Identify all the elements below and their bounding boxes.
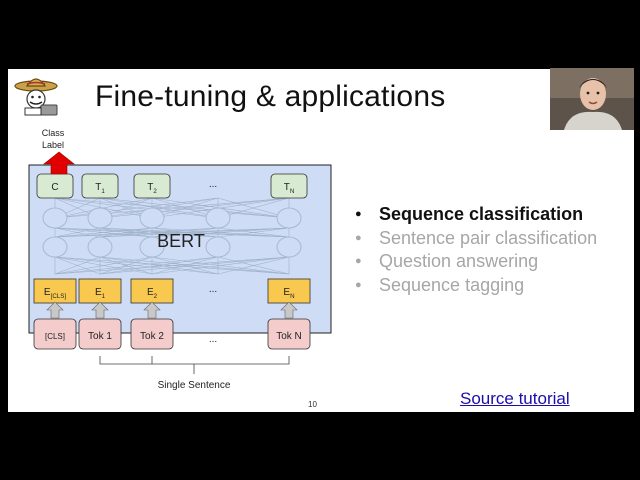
- embedding-label: E2: [147, 287, 158, 300]
- hidden-node: [139, 236, 165, 258]
- token-box: [78, 318, 122, 350]
- input-arrow-icon: [143, 301, 161, 319]
- label-subscript: [CLS]: [51, 293, 67, 300]
- source-tutorial-link[interactable]: Source tutorial: [460, 389, 570, 408]
- attention-line: [54, 227, 101, 238]
- output-ellipsis: ...: [209, 179, 217, 190]
- token-label: Tok N: [276, 331, 302, 342]
- label-subscript: 2: [153, 188, 157, 195]
- token-box: [130, 318, 174, 350]
- input-arrow-icon: [280, 301, 298, 319]
- embedding-box: [33, 278, 77, 304]
- hidden-node: [87, 207, 113, 229]
- hidden-node: [205, 207, 231, 229]
- sombrero-logo-icon: [14, 78, 58, 116]
- presenter-webcam: [550, 68, 634, 130]
- token-label: Tok 2: [140, 331, 164, 342]
- embedding-ellipsis: ...: [209, 284, 217, 295]
- single-sentence-label: Single Sentence: [158, 380, 231, 391]
- output-label: TN: [284, 182, 295, 195]
- attention-line: [151, 256, 219, 275]
- token-box: [267, 318, 311, 350]
- attention-line: [151, 227, 290, 238]
- attention-line: [99, 227, 153, 238]
- hidden-node: [276, 236, 302, 258]
- attention-line: [54, 227, 153, 238]
- attention-line: [99, 197, 290, 219]
- bullet-item: Sequence tagging: [353, 274, 623, 298]
- attention-line: [99, 256, 219, 275]
- output-box: [81, 173, 119, 199]
- page-number: 10: [308, 400, 317, 409]
- token-label: Tok 1: [88, 331, 112, 342]
- hidden-node: [139, 207, 165, 229]
- class-label-line1: Class: [42, 128, 65, 138]
- attention-line: [54, 256, 153, 275]
- output-box: [270, 173, 308, 199]
- hidden-node: [205, 236, 231, 258]
- attention-line: [54, 227, 219, 238]
- attention-line: [99, 256, 290, 275]
- attention-line: [54, 256, 219, 275]
- output-label: T1: [95, 182, 105, 195]
- attention-line: [99, 227, 219, 238]
- slide-title: Fine-tuning & applications: [95, 80, 446, 113]
- output-box: [133, 173, 171, 199]
- presenter-image: [550, 68, 634, 130]
- label-main: E: [44, 287, 51, 298]
- label-main: E: [283, 287, 290, 298]
- attention-line: [217, 227, 290, 238]
- hidden-node: [42, 236, 68, 258]
- class-label-line2: Label: [42, 140, 64, 150]
- embedding-label: EN: [283, 287, 294, 300]
- attention-line: [54, 256, 101, 275]
- embedding-box: [78, 278, 122, 304]
- hidden-node: [87, 236, 113, 258]
- input-arrow-icon: [91, 301, 109, 319]
- output-label: C: [51, 182, 58, 193]
- label-subscript: 1: [102, 293, 106, 300]
- application-list: Sequence classificationSentence pair cla…: [353, 203, 623, 297]
- token-box: [33, 318, 77, 350]
- label-main: C: [51, 182, 58, 193]
- label-subscript: 1: [101, 188, 105, 195]
- embedding-label: E1: [95, 287, 106, 300]
- label-subscript: N: [290, 293, 294, 300]
- bullet-item: Sentence pair classification: [353, 227, 623, 251]
- token-label: [CLS]: [45, 332, 65, 341]
- output-label: T2: [147, 182, 157, 195]
- bullet-item: Sequence classification: [353, 203, 623, 227]
- label-main: T: [284, 182, 290, 193]
- hidden-node: [42, 207, 68, 229]
- attention-line: [151, 256, 290, 275]
- label-main: T: [95, 182, 101, 193]
- attention-line: [217, 256, 290, 275]
- attention-line: [54, 197, 219, 219]
- attention-line: [99, 256, 153, 275]
- bert-label: BERT: [157, 231, 205, 251]
- embedding-box: [267, 278, 311, 304]
- label-subscript: N: [290, 188, 294, 195]
- label-main: E: [147, 287, 154, 298]
- label-main: T: [147, 182, 153, 193]
- token-ellipsis: ...: [209, 334, 217, 345]
- attention-line: [151, 227, 219, 238]
- label-main: E: [95, 287, 102, 298]
- class-label-arrow-icon: [43, 151, 75, 175]
- embedding-label: E[CLS]: [44, 287, 66, 300]
- label-subscript: 2: [154, 293, 158, 300]
- embedding-box: [130, 278, 174, 304]
- sentence-bracket: [99, 356, 290, 365]
- attention-line: [99, 227, 290, 238]
- attention-line: [54, 256, 290, 275]
- attention-line: [54, 227, 290, 238]
- hidden-node: [276, 207, 302, 229]
- input-arrow-icon: [46, 301, 64, 319]
- attention-line: [99, 197, 219, 219]
- bullet-item: Question answering: [353, 250, 623, 274]
